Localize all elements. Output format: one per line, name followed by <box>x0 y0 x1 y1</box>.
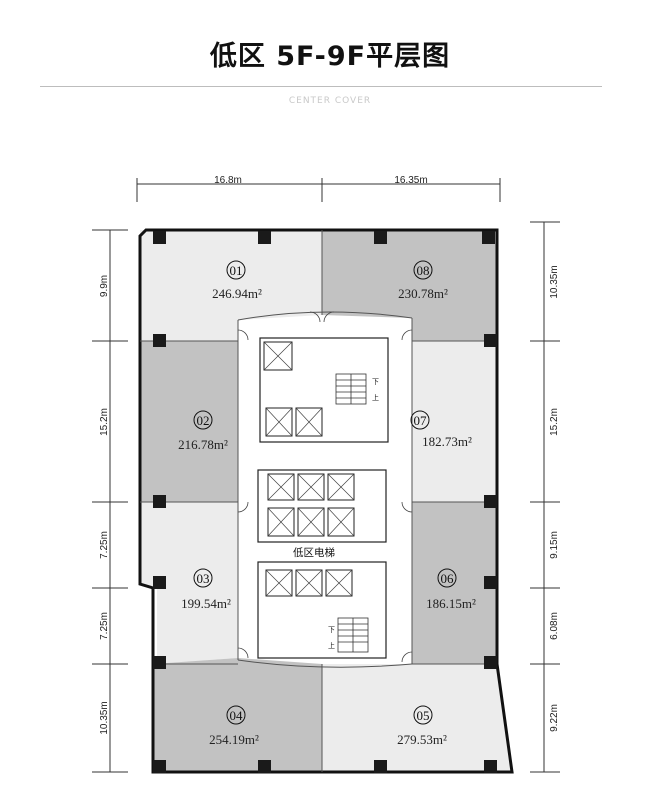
left-dimension <box>92 229 128 773</box>
stair-down-label-upper: 下 <box>372 378 379 386</box>
dim-right-1: 10.35m <box>549 265 560 298</box>
top-dimension <box>136 178 501 202</box>
dim-right-3: 9.15m <box>549 531 560 559</box>
unit-01-area-label: 246.94m² <box>212 286 262 301</box>
stair-down-label-lower: 下 <box>328 626 335 634</box>
stair-up-label-lower: 上 <box>328 641 335 650</box>
unit-05-area-label: 279.53m² <box>397 732 447 747</box>
dim-right-5: 9.22m <box>549 704 560 732</box>
stair-lower <box>337 617 369 653</box>
dim-right-2: 15.2m <box>549 408 560 436</box>
unit-07-number: 07 <box>414 413 428 428</box>
dim-left-4: 7.25m <box>99 612 110 640</box>
unit-03-area-label: 199.54m² <box>181 596 231 611</box>
stair-up-label-upper: 上 <box>372 393 379 402</box>
unit-07-area-label: 182.73m² <box>422 434 472 449</box>
unit-03-number: 03 <box>197 571 210 586</box>
unit-04-area <box>153 658 322 772</box>
low-zone-elevator-label: 低区电梯 <box>293 546 335 559</box>
unit-number-badges <box>193 260 457 725</box>
dim-left-1: 9.9m <box>99 275 110 297</box>
unit-08-number: 08 <box>417 263 430 278</box>
unit-02-area-label: 216.78m² <box>178 437 228 452</box>
structural-columns <box>153 231 497 773</box>
unit-02-area <box>140 341 238 502</box>
unit-07-area <box>412 341 497 502</box>
dim-left-5: 10.35m <box>99 701 110 734</box>
unit-05-area <box>322 664 512 772</box>
page-title: 低区 5F-9F平层图 <box>209 41 451 72</box>
partition-walls <box>140 230 497 772</box>
unit-02-number: 02 <box>197 413 210 428</box>
unit-01-number: 01 <box>230 263 243 278</box>
unit-03-area <box>140 502 238 664</box>
dim-left-3: 7.25m <box>99 531 110 559</box>
unit-06-area-label: 186.15m² <box>426 596 476 611</box>
dim-top-2: 16.35m <box>394 175 427 186</box>
unit-04-number: 04 <box>230 708 244 723</box>
unit-08-area-label: 230.78m² <box>398 286 448 301</box>
unit-01-area <box>140 230 322 341</box>
door-swings <box>237 311 413 663</box>
dim-right-4: 6.08m <box>549 612 560 640</box>
right-dimension <box>530 221 560 773</box>
dim-top-1: 16.8m <box>214 175 242 186</box>
dim-left-2: 15.2m <box>99 408 110 436</box>
unit-04-area-label: 254.19m² <box>209 732 259 747</box>
stair-upper <box>335 373 367 405</box>
unit-06-number: 06 <box>441 571 455 586</box>
unit-05-number: 05 <box>417 708 430 723</box>
elevator-crosses <box>263 341 355 597</box>
title-divider <box>40 86 602 87</box>
page-subtitle: CENTER COVER <box>288 96 372 106</box>
